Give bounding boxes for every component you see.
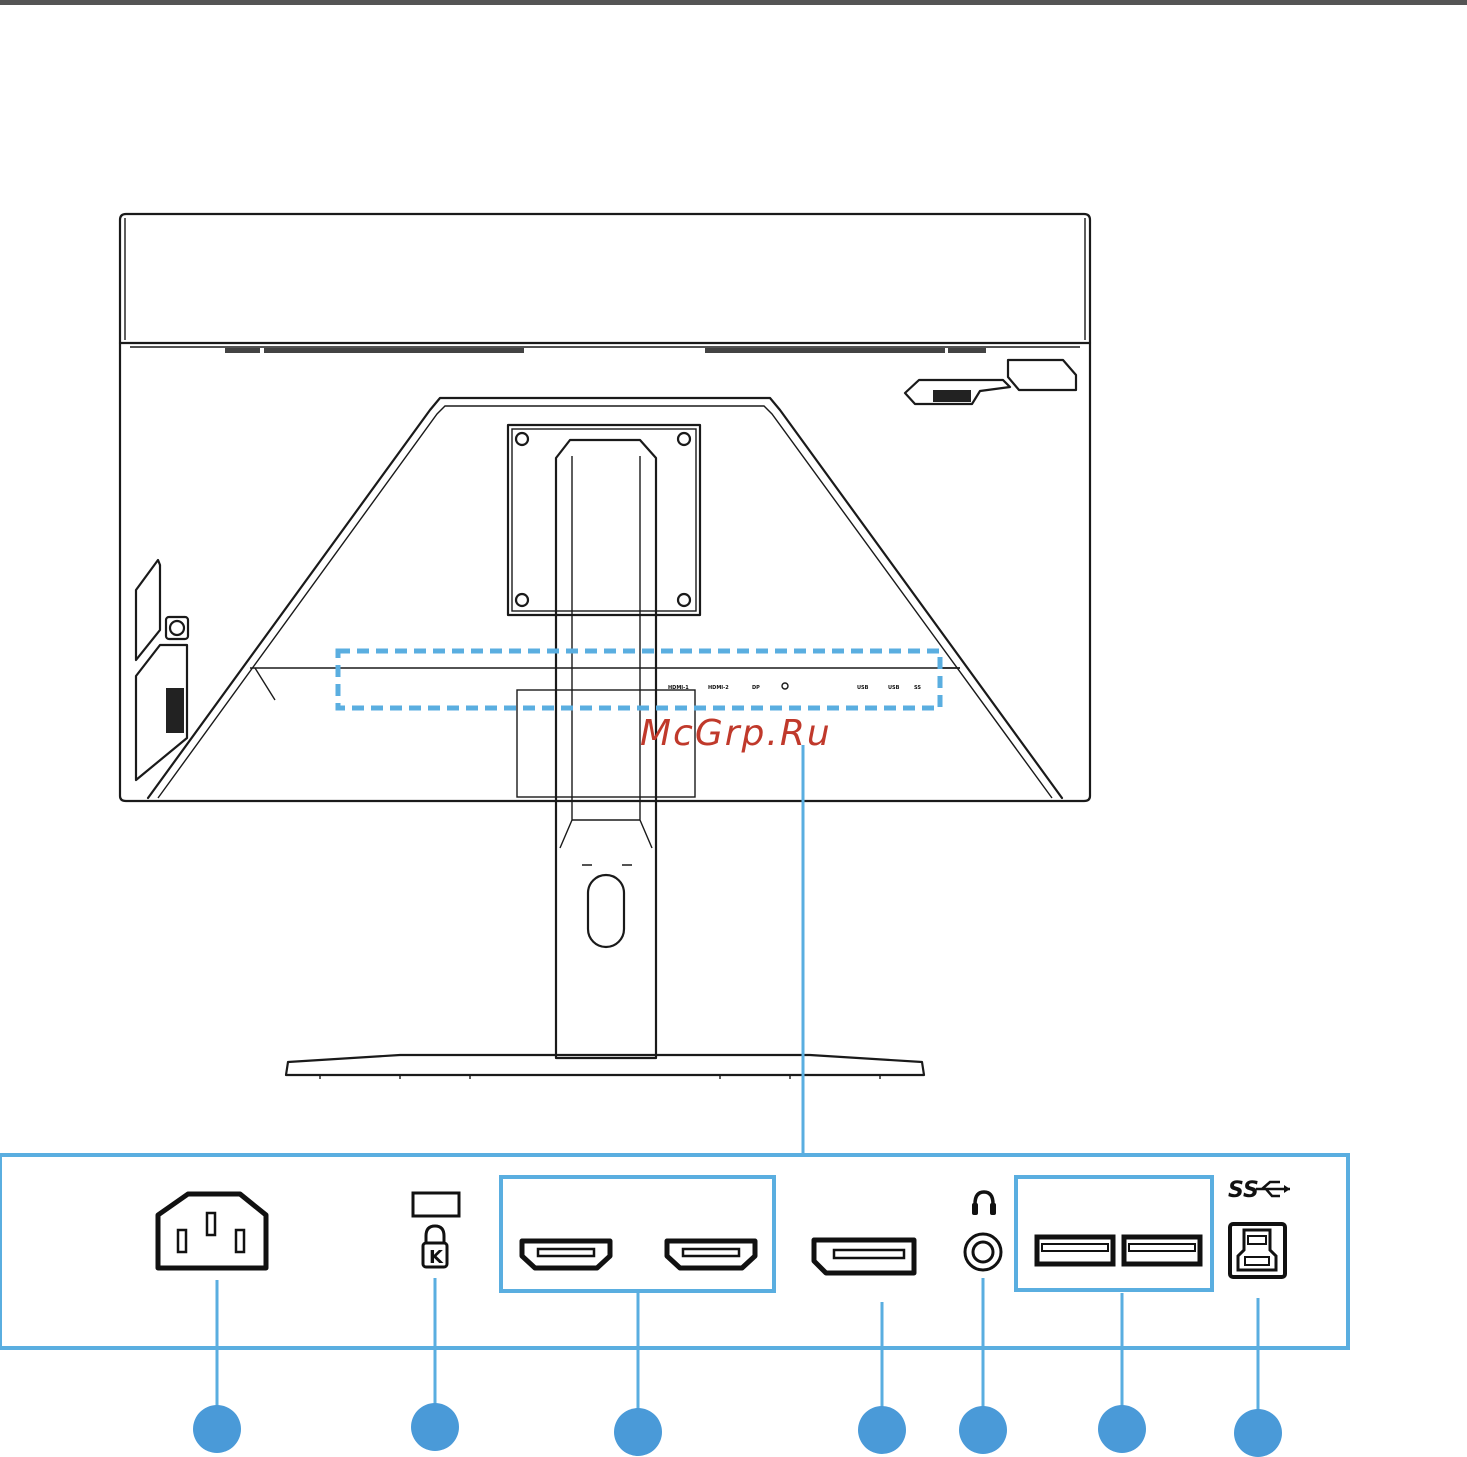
callout-kensington-lock bbox=[411, 1403, 459, 1451]
headphone-jack-icon bbox=[965, 1192, 1001, 1270]
callout-hdmi-ports bbox=[614, 1408, 662, 1456]
callout-power-port bbox=[193, 1405, 241, 1453]
panel-label-dp: DP bbox=[752, 685, 760, 691]
panel-label-usb1: USB bbox=[857, 685, 869, 691]
top-vents bbox=[225, 348, 986, 353]
usb-upstream-port-icon: SS bbox=[1228, 1178, 1290, 1277]
callout-usb-upstream bbox=[1234, 1409, 1282, 1457]
callout-headphone-jack bbox=[959, 1406, 1007, 1454]
header-bar bbox=[0, 0, 1467, 5]
port-detail-panel: K bbox=[0, 1155, 1348, 1348]
usb-port-1-icon bbox=[1037, 1237, 1113, 1264]
displayport-icon bbox=[814, 1240, 914, 1273]
usb-port-2-icon bbox=[1124, 1237, 1200, 1264]
power-port-icon bbox=[158, 1194, 266, 1268]
hdmi-port-1-icon bbox=[522, 1241, 610, 1268]
panel-label-usb-ss: SS bbox=[914, 685, 921, 691]
hdmi-port-2-icon bbox=[667, 1241, 755, 1268]
panel-label-hdmi1: HDMI-1 bbox=[668, 685, 689, 691]
usb-superspeed-logo: SS bbox=[1228, 1178, 1259, 1203]
port-highlight-box bbox=[338, 651, 940, 708]
panel-label-hdmi2: HDMI-2 bbox=[708, 685, 729, 691]
kensington-lock-icon: K bbox=[413, 1193, 459, 1268]
callouts bbox=[193, 1278, 1282, 1457]
monitor-back: HDMI-1 HDMI-2 DP USB USB SS bbox=[120, 214, 1090, 1079]
panel-label-usb2: USB bbox=[888, 685, 900, 691]
callout-usb-downstream bbox=[1098, 1405, 1146, 1453]
kensington-letter: K bbox=[429, 1247, 444, 1268]
callout-displayport bbox=[858, 1406, 906, 1454]
